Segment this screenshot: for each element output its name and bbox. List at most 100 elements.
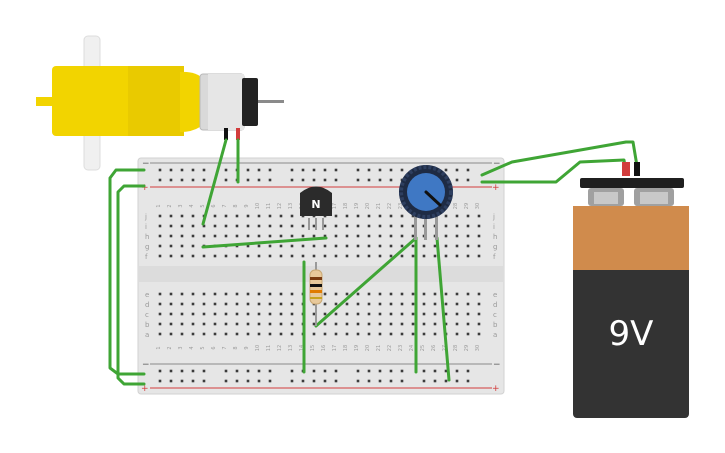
breadboard-hole[interactable] <box>180 168 184 172</box>
breadboard-hole[interactable] <box>367 379 371 383</box>
breadboard-hole[interactable] <box>323 379 327 383</box>
breadboard-hole[interactable] <box>444 254 448 258</box>
wire-motor-to-board[interactable] <box>201 138 228 226</box>
breadboard-hole[interactable] <box>224 214 228 218</box>
breadboard-hole[interactable] <box>158 224 162 228</box>
breadboard-hole[interactable] <box>466 178 470 182</box>
breadboard-hole[interactable] <box>235 312 239 316</box>
breadboard-hole[interactable] <box>378 168 382 172</box>
breadboard-hole[interactable] <box>378 178 382 182</box>
breadboard-hole[interactable] <box>224 292 228 296</box>
breadboard-hole[interactable] <box>455 332 459 336</box>
breadboard-hole[interactable] <box>213 254 217 258</box>
breadboard-hole[interactable] <box>191 322 195 326</box>
breadboard-hole[interactable] <box>191 224 195 228</box>
breadboard-hole[interactable] <box>400 369 404 373</box>
breadboard-hole[interactable] <box>455 369 459 373</box>
breadboard-hole[interactable] <box>202 224 206 228</box>
breadboard-hole[interactable] <box>257 214 261 218</box>
breadboard-hole[interactable] <box>279 214 283 218</box>
breadboard-hole[interactable] <box>158 244 162 248</box>
breadboard-hole[interactable] <box>257 234 261 238</box>
resistor[interactable] <box>309 262 323 326</box>
breadboard-hole[interactable] <box>246 369 250 373</box>
breadboard-hole[interactable] <box>169 292 173 296</box>
breadboard-hole[interactable] <box>235 302 239 306</box>
breadboard-hole[interactable] <box>411 292 415 296</box>
breadboard-hole[interactable] <box>257 254 261 258</box>
breadboard-hole[interactable] <box>422 302 426 306</box>
breadboard-hole[interactable] <box>279 312 283 316</box>
breadboard-hole[interactable] <box>213 292 217 296</box>
breadboard-hole[interactable] <box>180 302 184 306</box>
breadboard-hole[interactable] <box>290 244 294 248</box>
breadboard-hole[interactable] <box>202 379 206 383</box>
breadboard-hole[interactable] <box>323 332 327 336</box>
breadboard-hole[interactable] <box>334 224 338 228</box>
breadboard-hole[interactable] <box>334 312 338 316</box>
breadboard-hole[interactable] <box>477 312 481 316</box>
breadboard-hole[interactable] <box>202 292 206 296</box>
breadboard-hole[interactable] <box>323 369 327 373</box>
breadboard-hole[interactable] <box>191 168 195 172</box>
breadboard-hole[interactable] <box>400 254 404 258</box>
wire-row-to-transistor[interactable] <box>201 236 328 249</box>
breadboard-hole[interactable] <box>400 292 404 296</box>
breadboard-hole[interactable] <box>257 224 261 228</box>
breadboard-hole[interactable] <box>345 214 349 218</box>
breadboard-hole[interactable] <box>257 168 261 172</box>
breadboard-hole[interactable] <box>323 312 327 316</box>
breadboard-hole[interactable] <box>356 244 360 248</box>
breadboard-hole[interactable] <box>279 332 283 336</box>
breadboard-hole[interactable] <box>400 234 404 238</box>
breadboard-hole[interactable] <box>378 224 382 228</box>
breadboard-hole[interactable] <box>367 178 371 182</box>
breadboard-hole[interactable] <box>224 234 228 238</box>
breadboard-hole[interactable] <box>367 312 371 316</box>
breadboard-hole[interactable] <box>312 224 316 228</box>
breadboard-hole[interactable] <box>356 168 360 172</box>
breadboard-hole[interactable] <box>411 322 415 326</box>
breadboard-hole[interactable] <box>389 302 393 306</box>
breadboard-hole[interactable] <box>246 302 250 306</box>
breadboard-hole[interactable] <box>169 234 173 238</box>
breadboard-hole[interactable] <box>477 254 481 258</box>
breadboard-hole[interactable] <box>290 234 294 238</box>
breadboard-hole[interactable] <box>202 234 206 238</box>
breadboard-hole[interactable] <box>444 214 448 218</box>
breadboard-hole[interactable] <box>455 254 459 258</box>
breadboard-hole[interactable] <box>169 254 173 258</box>
breadboard-hole[interactable] <box>158 254 162 258</box>
breadboard-hole[interactable] <box>378 214 382 218</box>
breadboard-hole[interactable] <box>257 178 261 182</box>
breadboard-hole[interactable] <box>455 312 459 316</box>
breadboard-hole[interactable] <box>202 254 206 258</box>
breadboard-hole[interactable] <box>356 312 360 316</box>
breadboard-hole[interactable] <box>290 168 294 172</box>
breadboard-hole[interactable] <box>290 379 294 383</box>
breadboard-hole[interactable] <box>466 214 470 218</box>
wire-left-minus-jumper[interactable] <box>108 168 146 376</box>
breadboard-hole[interactable] <box>433 254 437 258</box>
breadboard-hole[interactable] <box>444 234 448 238</box>
breadboard-hole[interactable] <box>334 244 338 248</box>
breadboard-hole[interactable] <box>367 332 371 336</box>
breadboard-hole[interactable] <box>158 168 162 172</box>
breadboard-hole[interactable] <box>433 322 437 326</box>
breadboard-hole[interactable] <box>312 312 316 316</box>
breadboard-hole[interactable] <box>455 178 459 182</box>
breadboard-hole[interactable] <box>257 312 261 316</box>
breadboard-hole[interactable] <box>158 332 162 336</box>
breadboard-hole[interactable] <box>323 302 327 306</box>
breadboard-hole[interactable] <box>158 302 162 306</box>
breadboard-hole[interactable] <box>378 312 382 316</box>
breadboard-hole[interactable] <box>180 254 184 258</box>
breadboard-hole[interactable] <box>367 168 371 172</box>
transistor[interactable]: N <box>300 186 332 231</box>
breadboard-hole[interactable] <box>180 312 184 316</box>
breadboard-hole[interactable] <box>158 214 162 218</box>
breadboard-hole[interactable] <box>279 224 283 228</box>
breadboard-hole[interactable] <box>389 168 393 172</box>
breadboard-hole[interactable] <box>378 379 382 383</box>
